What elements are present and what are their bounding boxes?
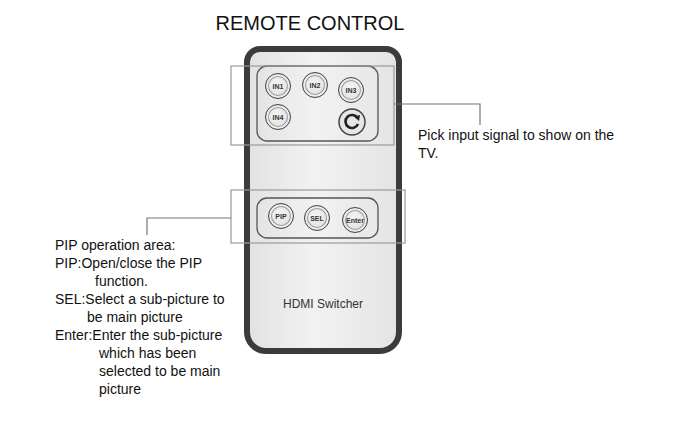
diagram-title: REMOTE CONTROL [160,12,460,35]
button-label: IN1 [273,83,284,90]
refresh-icon [346,115,358,128]
callout-note: Enter:Enter the sub-picture which has be… [55,326,250,398]
remote-body: HDMI Switcher IN1 IN2IN3IN4PIP SEL Enter [244,46,402,354]
callout-note: Pick input signal to show on the TV. [418,126,618,162]
remote-button: IN4 [265,104,291,130]
button-label: IN3 [346,87,357,94]
button-label: SEL [310,215,324,222]
refresh-arrowhead [354,115,360,121]
remote-button: IN3 [338,77,364,103]
button-panel [257,198,378,238]
leader-line [394,104,480,125]
remote-button: IN2 [302,72,328,98]
callout-frame [231,190,405,243]
brand-label: HDMI Switcher [268,297,378,311]
remote-button: SEL [304,205,330,231]
callout-frame [231,66,394,145]
button-label: Enter [346,217,364,224]
remote-button: IN1 [265,73,291,99]
refresh-button [339,109,365,135]
button-label: PIP [275,213,286,220]
remote-button: PIP [268,203,294,229]
button-panel [257,66,378,141]
callout-note: PIP operation area: [55,236,255,254]
callout-note: SEL:Select a sub-picture to be main pict… [55,290,240,326]
remote-button: Enter [342,207,368,233]
callout-note: PIP:Open/close the PIP function. [55,254,240,290]
button-label: IN2 [310,82,321,89]
leader-line [147,218,231,235]
button-label: IN4 [273,114,284,121]
